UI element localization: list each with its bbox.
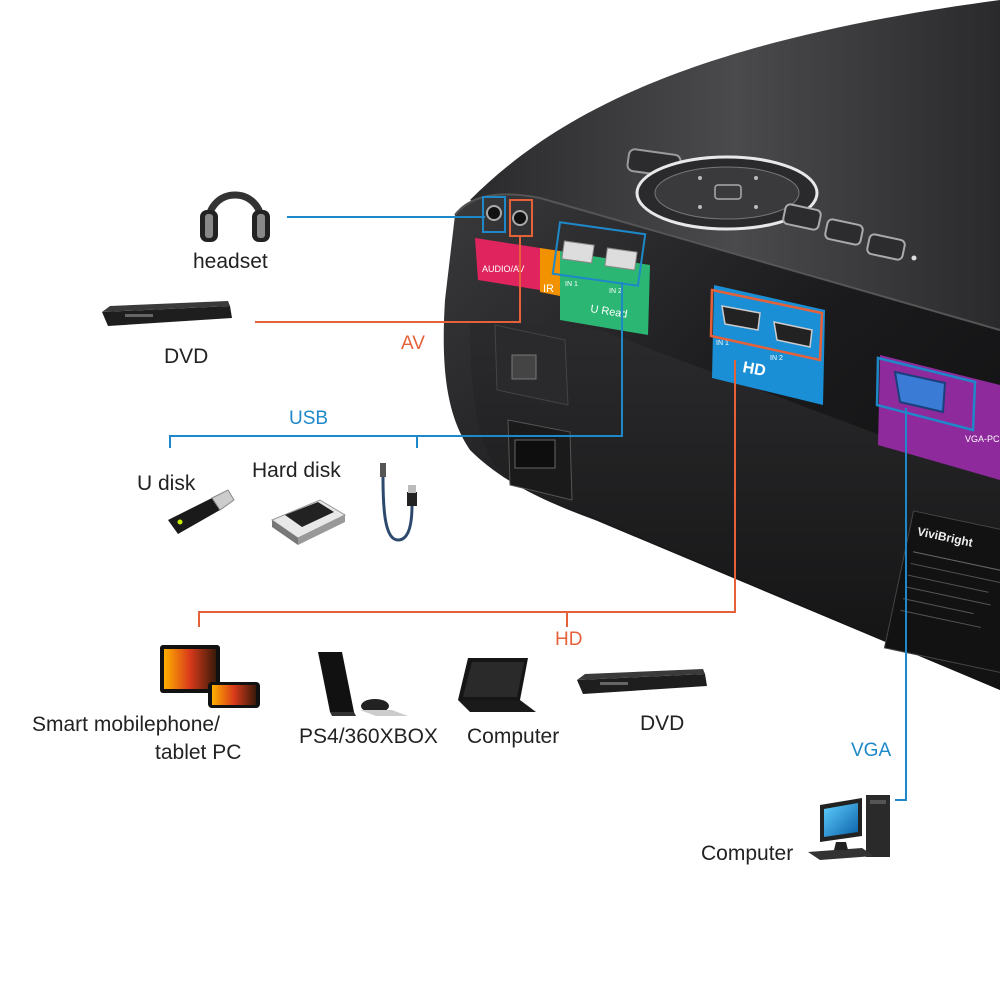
hd-line [198, 360, 736, 627]
dvd-av-label: DVD [164, 345, 209, 368]
spec-label: ViviBright [883, 510, 1000, 674]
audio-panel [475, 238, 540, 290]
usb-label: USB [289, 408, 329, 429]
connection-lines [169, 216, 907, 801]
control-keypad [626, 148, 917, 261]
hdmi-in1-label: IN 1 [716, 340, 729, 347]
vga-pc-label: VGA-PC [965, 434, 1000, 444]
hd-label: HD [555, 629, 583, 650]
smart-device-label-line2: tablet PC [155, 741, 242, 764]
headset-label: headset [193, 250, 268, 273]
av-jack [512, 210, 528, 226]
hard-disk-icon [270, 499, 347, 545]
audio-label: AUDIO/AV [482, 264, 524, 274]
u-disk-label: U disk [137, 472, 196, 495]
ps4-label: PS4/360XBOX [299, 725, 438, 748]
headphones-icon [200, 191, 270, 242]
headphone-jack [486, 205, 502, 221]
hdmi-in2-label: IN 2 [770, 355, 783, 362]
usb-cable-icon [380, 463, 417, 542]
usb-port-2 [604, 247, 638, 271]
smart-device-label-line1: Smart mobilephone/ [32, 713, 220, 736]
usb-line [169, 282, 623, 448]
usb-panel [560, 251, 650, 335]
u-read-label: U Read [590, 303, 629, 321]
computer-hd-label: Computer [467, 725, 560, 748]
usb-stick-icon [168, 489, 235, 534]
usb-in1-label: IN 1 [565, 281, 578, 288]
ps4-console-icon [318, 652, 408, 716]
ir-label: IR [543, 283, 554, 295]
dvd-player-hd-icon [577, 669, 707, 694]
hdmi-port-2 [773, 321, 813, 348]
hd-panel-label: HD [741, 359, 767, 380]
vga-port [893, 370, 947, 414]
usb-port-1 [561, 240, 595, 264]
tablet-phone-icon [160, 645, 260, 708]
power-socket [514, 439, 556, 469]
dvd-player-icon [102, 301, 232, 326]
projector: AUDIO/AV IR U Read IN 1 IN 2 HD IN 1 IN … [443, 0, 1000, 690]
hard-disk-label: Hard disk [252, 459, 341, 482]
desktop-computer-icon [808, 795, 890, 860]
av-label: AV [401, 333, 425, 354]
vga-label: VGA [851, 740, 892, 761]
power-switch [511, 354, 537, 380]
vga-line [895, 408, 907, 801]
hdmi-port-1 [721, 305, 761, 331]
port-panel: AUDIO/AV IR U Read IN 1 IN 2 HD IN 1 IN … [475, 196, 1000, 501]
laptop-icon [458, 658, 536, 712]
av-line [255, 236, 521, 323]
usb-in2-label: IN 2 [609, 288, 622, 295]
dvd-hd-label: DVD [640, 712, 685, 735]
computer-vga-label: Computer [701, 842, 794, 865]
